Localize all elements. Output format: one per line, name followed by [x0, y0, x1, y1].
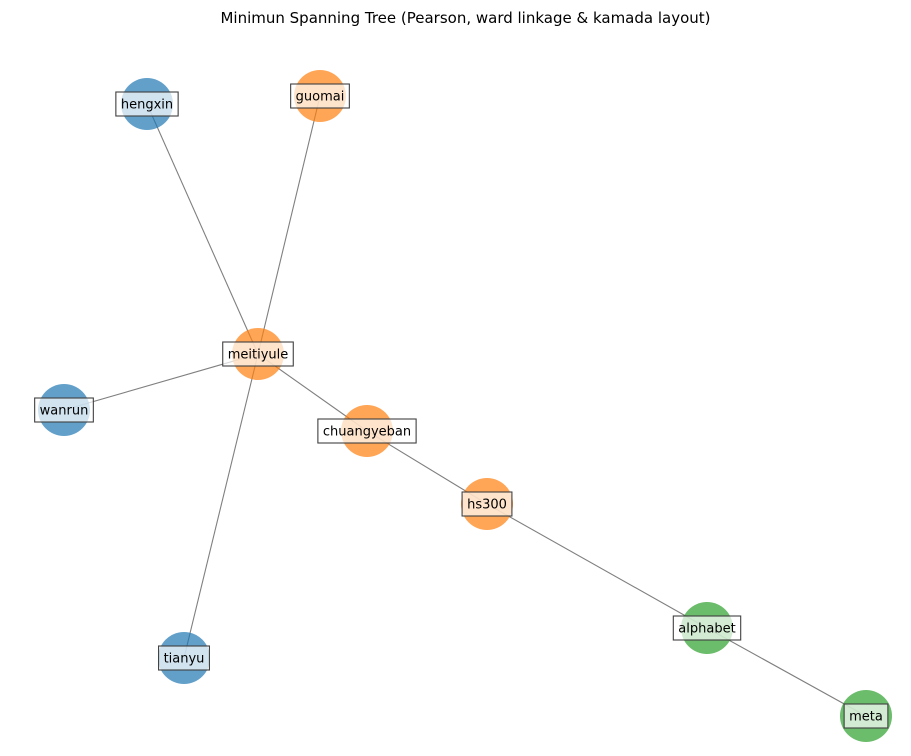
label-box: [115, 91, 179, 117]
label-text: hs300: [467, 498, 507, 513]
label-text: alphabet: [678, 622, 735, 637]
label-text: wanrun: [40, 404, 89, 419]
edge-meitiyule-guomai: [257, 95, 321, 355]
label-text: hengxin: [121, 98, 173, 113]
node-label-tianyu: tianyu: [158, 645, 210, 671]
chart-title: Minimun Spanning Tree (Pearson, ward lin…: [220, 9, 711, 27]
nodes-layer: [38, 70, 892, 742]
edge-meitiyule-tianyu: [183, 353, 259, 659]
label-box: [222, 341, 294, 367]
node-label-guomai: guomai: [290, 83, 350, 109]
edge-alphabet-meta: [706, 627, 867, 717]
label-box: [461, 491, 513, 517]
label-box: [672, 615, 742, 641]
node-label-meta: meta: [843, 703, 889, 729]
label-text: meitiyule: [228, 348, 289, 363]
label-text: meta: [849, 710, 883, 725]
node-label-hs300: hs300: [461, 491, 513, 517]
node-label-chuangyeban: chuangyeban: [317, 418, 417, 444]
node-label-meitiyule: meitiyule: [222, 341, 294, 367]
node-label-hengxin: hengxin: [115, 91, 179, 117]
label-box: [317, 418, 417, 444]
node-label-wanrun: wanrun: [34, 397, 94, 423]
node-label-alphabet: alphabet: [672, 615, 742, 641]
label-text: guomai: [296, 90, 345, 105]
label-text: tianyu: [164, 652, 205, 667]
edges-layer: [63, 95, 867, 717]
label-box: [34, 397, 94, 423]
labels-layer: hengxin guomai meitiyule wanrun chuangyeban h…: [34, 83, 889, 729]
edge-hs300-alphabet: [486, 503, 708, 629]
edge-meitiyule-hengxin: [146, 103, 259, 355]
label-box: [290, 83, 350, 109]
label-text: chuangyeban: [323, 425, 411, 440]
label-box: [158, 645, 210, 671]
label-box: [843, 703, 889, 729]
